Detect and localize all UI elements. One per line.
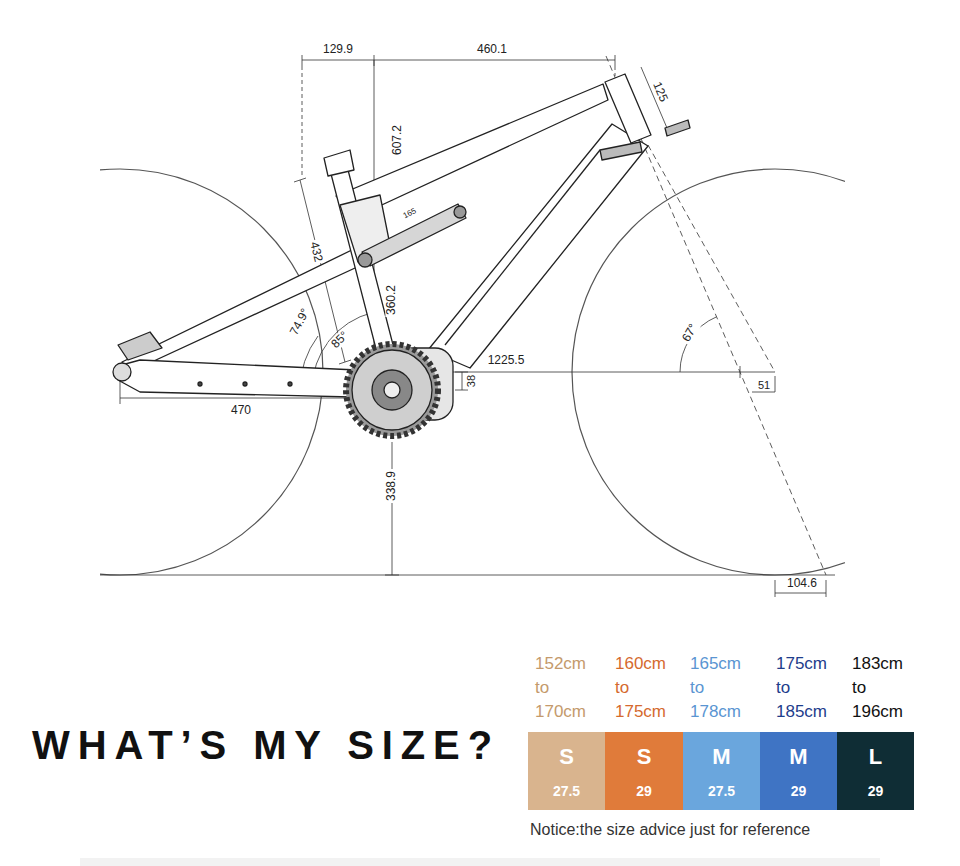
- wheel-size: 27.5: [683, 782, 760, 800]
- dimension-label: 432: [307, 239, 326, 266]
- size-box: 175cm to 185cmM29: [760, 732, 837, 810]
- steering-axis: [606, 56, 826, 575]
- dimension-label: 165: [400, 206, 419, 222]
- bb-height-dimension: [385, 442, 399, 575]
- rear-dropout: [113, 363, 131, 381]
- size-letter: M: [683, 744, 760, 770]
- dimension-label: 460.1: [475, 43, 509, 56]
- wheel-size: 27.5: [528, 782, 605, 800]
- dimension-label: 51: [756, 379, 772, 391]
- headset-part: [665, 120, 690, 136]
- dimension-label: 125: [649, 78, 671, 105]
- dimension-label: 607.2: [391, 123, 404, 157]
- ground-line: [100, 575, 835, 576]
- dimension-label: 67°: [679, 320, 701, 346]
- wheel-size: 29: [837, 782, 914, 800]
- down-tube: [428, 124, 648, 368]
- dimension-label: 85°: [328, 328, 353, 353]
- seat-stay: [122, 246, 368, 372]
- seat-collar: [324, 150, 354, 176]
- fork-line: [648, 145, 775, 372]
- brake-caliper: [118, 332, 162, 360]
- head-tube: [605, 74, 651, 143]
- battery-line: [445, 150, 600, 345]
- size-box: 183cm to 196cmL29: [837, 732, 914, 810]
- dimension-label: 470: [229, 404, 253, 417]
- rear-shock: [362, 204, 466, 266]
- size-letter: M: [760, 744, 837, 770]
- chainring: [346, 344, 438, 436]
- size-box: 152cm to 170cmS27.5: [528, 732, 605, 810]
- dimension-label: 129.9: [321, 43, 355, 56]
- offset-dimension: [740, 366, 775, 392]
- size-letter: L: [837, 744, 914, 770]
- size-box: 160cm to 175cmS29: [605, 732, 683, 810]
- dimension-label: 1225.5: [486, 354, 527, 367]
- frame: [113, 74, 690, 436]
- height-range: 183cm to 196cm: [852, 652, 914, 724]
- bottom-bar: [80, 858, 880, 866]
- shock-eyelet: [454, 206, 466, 218]
- caption-note: Notice:the size advice just for referenc…: [530, 820, 810, 840]
- page-title: WHAT’S MY SIZE?: [32, 722, 500, 768]
- wheel-size: 29: [605, 782, 683, 800]
- wheel-size: 29: [760, 782, 837, 800]
- bolt: [198, 382, 202, 386]
- height-range: 175cm to 185cm: [776, 652, 838, 724]
- size-box: 165cm to 178cmM27.5: [683, 732, 760, 810]
- height-range: 152cm to 170cm: [535, 652, 597, 724]
- dimension-label: 74.9°: [287, 305, 314, 340]
- chainring-body: [352, 350, 432, 430]
- headset-spacer: [600, 142, 642, 160]
- size-letter: S: [605, 744, 683, 770]
- bolt: [288, 382, 292, 386]
- height-range: 160cm to 175cm: [615, 652, 677, 724]
- shock-eyelet: [358, 253, 372, 267]
- motor-hub: [372, 370, 412, 410]
- dimension-lines: [100, 55, 835, 597]
- dimension-label: 38: [465, 373, 477, 389]
- dimension-label: 360.2: [385, 283, 398, 317]
- bolt: [243, 382, 247, 386]
- dimension-label: 104.6: [785, 577, 819, 590]
- reach-dimension: [302, 55, 615, 66]
- wheel-outlines: [100, 169, 845, 575]
- size-letter: S: [528, 744, 605, 770]
- bb-axle: [384, 382, 400, 398]
- height-range: 165cm to 178cm: [690, 652, 752, 724]
- dimension-label: 338.9: [385, 469, 398, 503]
